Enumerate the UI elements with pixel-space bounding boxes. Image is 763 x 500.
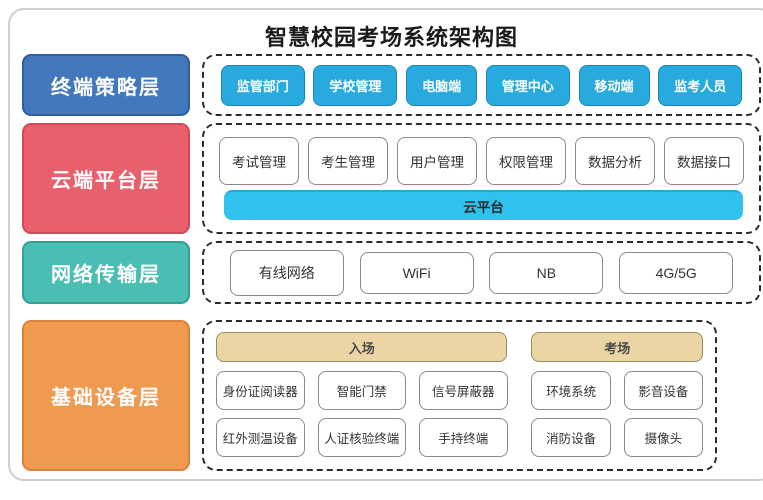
layer-label-terminal-strategy: 终端策略层 [22,54,190,116]
layer-container-cloud-platform: 考试管理 考生管理 用户管理 权限管理 数据分析 数据接口 云平台 [202,123,761,234]
device-item: 影音设备 [623,370,704,410]
layer-label-cloud-platform: 云端平台层 [22,123,190,234]
device-group-examroom: 考场 环境系统 影音设备 消防设备 摄像头 [531,332,704,457]
cloud-module: 考试管理 [219,136,299,185]
terminal-item: 管理中心 [485,64,570,106]
cloud-platform-bar: 云平台 [224,190,743,221]
terminal-item: 电脑端 [406,64,478,106]
layer-container-network-transport: 有线网络 WiFi NB 4G/5G [202,241,761,304]
device-row: 环境系统 影音设备 [531,370,704,410]
layer-basic-devices: 基础设备层 入场 身份证阅读器 智能门禁 信号屏蔽器 红外测温设备 人证核验终端… [22,320,761,471]
cloud-module: 数据分析 [575,136,655,185]
device-item: 摄像头 [623,418,704,457]
cloud-module: 权限管理 [486,136,566,185]
device-item: 人证核验终端 [317,418,406,457]
cloud-module: 数据接口 [664,136,744,185]
terminal-item: 监管部门 [220,64,305,106]
device-group-entry: 入场 身份证阅读器 智能门禁 信号屏蔽器 红外测温设备 人证核验终端 手持终端 [216,332,508,457]
layer-label-basic-devices: 基础设备层 [22,320,190,471]
cloud-modules-row: 考试管理 考生管理 用户管理 权限管理 数据分析 数据接口 [204,136,759,185]
cloud-module: 考生管理 [308,136,388,185]
diagram-title: 智慧校园考场系统架构图 [264,25,518,50]
device-row: 身份证阅读器 智能门禁 信号屏蔽器 [216,370,508,410]
terminal-item: 监考人员 [658,64,743,106]
network-item: NB [489,251,604,294]
device-item: 信号屏蔽器 [419,370,508,410]
device-row: 红外测温设备 人证核验终端 手持终端 [216,418,508,457]
layer-container-basic-devices: 入场 身份证阅读器 智能门禁 信号屏蔽器 红外测温设备 人证核验终端 手持终端 … [202,320,717,471]
device-item: 智能门禁 [317,370,406,410]
cloud-module: 用户管理 [397,136,477,185]
network-item: 4G/5G [619,251,734,294]
terminal-item: 移动端 [578,64,650,106]
network-item: WiFi [359,251,474,294]
layer-cloud-platform: 云端平台层 考试管理 考生管理 用户管理 权限管理 数据分析 数据接口 云平台 [22,123,761,234]
layer-label-network-transport: 网络传输层 [22,241,190,304]
layer-network-transport: 网络传输层 有线网络 WiFi NB 4G/5G [22,241,761,304]
layer-terminal-strategy: 终端策略层 监管部门 学校管理 电脑端 管理中心 移动端 监考人员 [22,54,761,116]
terminal-item: 学校管理 [313,64,398,106]
device-group-entry-header: 入场 [216,332,508,362]
device-item: 身份证阅读器 [216,370,305,410]
device-item: 红外测温设备 [216,418,305,457]
diagram-frame: 智慧校园考场系统架构图 终端策略层 监管部门 学校管理 电脑端 管理中心 移动端… [8,8,763,481]
device-item: 环境系统 [531,370,611,410]
layer-container-terminal-strategy: 监管部门 学校管理 电脑端 管理中心 移动端 监考人员 [202,54,761,116]
device-item: 消防设备 [531,418,611,457]
device-item: 手持终端 [419,418,508,457]
network-item: 有线网络 [229,249,344,296]
device-row: 消防设备 摄像头 [531,418,704,457]
device-group-examroom-header: 考场 [531,332,703,362]
